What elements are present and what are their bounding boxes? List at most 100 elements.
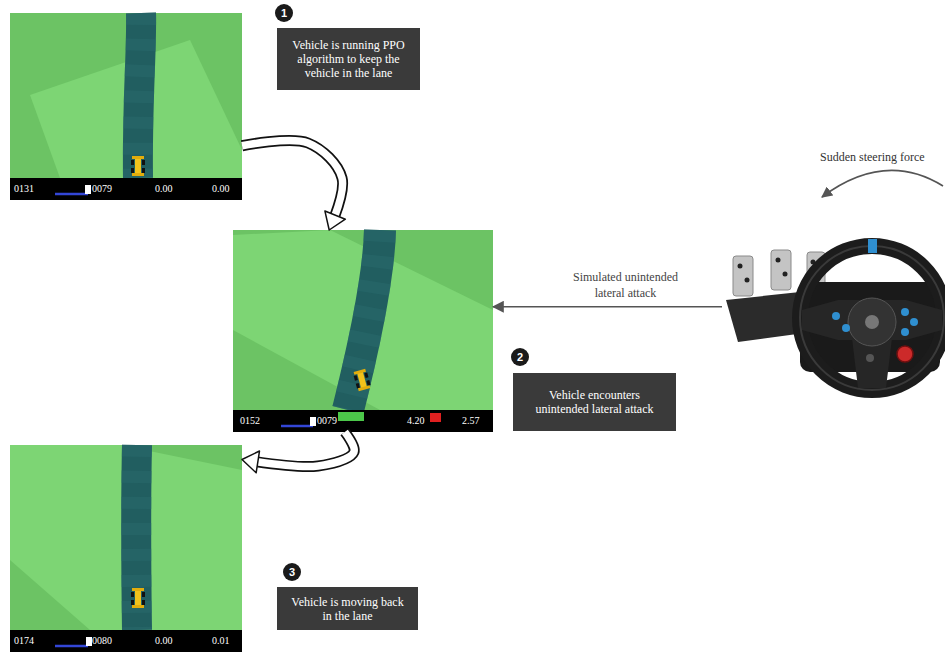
grass-patch bbox=[10, 445, 242, 630]
car-wheel bbox=[131, 600, 134, 605]
car-wing bbox=[132, 173, 144, 176]
wheel-dial bbox=[897, 346, 913, 362]
wheel-button bbox=[901, 328, 909, 336]
pedal-hole bbox=[776, 258, 781, 263]
road bbox=[138, 13, 141, 178]
speed-marker bbox=[85, 185, 91, 194]
grass-field bbox=[10, 13, 242, 178]
status-value: 0080 bbox=[92, 630, 112, 652]
wheel-hub bbox=[848, 298, 896, 346]
road bbox=[348, 230, 380, 410]
wheel-rim bbox=[800, 246, 944, 390]
wheel-button bbox=[910, 318, 918, 326]
status-bar bbox=[10, 630, 242, 652]
road-tiles bbox=[121, 445, 152, 630]
status-value: 4.20 bbox=[407, 410, 425, 432]
car-wing bbox=[132, 588, 144, 591]
wheel-rim-edge bbox=[800, 246, 944, 390]
status-value: 2.57 bbox=[462, 410, 480, 432]
game-frame: 0174 0080 0.00 0.01 bbox=[10, 445, 242, 652]
arrow-body bbox=[242, 141, 343, 230]
step-box: 1Vehicle is running PPO algorithm to kee… bbox=[277, 28, 420, 90]
status-bar bbox=[233, 410, 493, 432]
status-value: 0174 bbox=[14, 630, 34, 652]
car-body bbox=[135, 589, 141, 607]
rotation-arrow bbox=[822, 170, 943, 197]
grass-field bbox=[233, 230, 493, 410]
status-value: 0079 bbox=[317, 410, 337, 432]
car-wheel bbox=[142, 600, 145, 605]
race-car bbox=[353, 369, 372, 392]
force-label: Sudden steering force bbox=[820, 150, 925, 165]
connector-group bbox=[493, 306, 722, 307]
car-wheel bbox=[366, 380, 370, 386]
car-wheel bbox=[131, 168, 134, 173]
grass-patch bbox=[233, 230, 493, 410]
speed-marker bbox=[86, 637, 92, 646]
wheel-button bbox=[832, 312, 840, 320]
wheel-marker bbox=[868, 239, 877, 253]
car-wheel bbox=[364, 372, 368, 378]
status-value: 0079 bbox=[92, 178, 112, 200]
step-text: Vehicle is running PPO algorithm to keep… bbox=[287, 38, 410, 80]
car-wheel bbox=[142, 160, 145, 165]
wheel-button bbox=[901, 308, 909, 316]
race-car bbox=[131, 156, 145, 176]
pedal-hole bbox=[783, 272, 788, 277]
grass-field bbox=[10, 445, 242, 630]
arrow-head bbox=[242, 451, 259, 473]
car-body bbox=[135, 157, 141, 175]
callout-number: 1 bbox=[275, 4, 293, 22]
callout-number: 2 bbox=[511, 348, 529, 366]
status-value: 0.01 bbox=[212, 630, 230, 652]
car-wheel bbox=[356, 383, 360, 389]
status-value: 0131 bbox=[14, 178, 34, 200]
status-bar bbox=[10, 178, 242, 200]
car-wheel bbox=[131, 160, 134, 165]
status-value: 0.00 bbox=[155, 630, 173, 652]
force-bar bbox=[430, 413, 441, 422]
arrow-head bbox=[325, 211, 345, 230]
step-text: Vehicle encounters unintended lateral at… bbox=[523, 388, 666, 416]
steer-bar bbox=[338, 412, 364, 421]
connector-group bbox=[242, 432, 354, 473]
steering-wheel: Sudden steering force bbox=[722, 232, 945, 402]
status-value: 0.00 bbox=[155, 178, 173, 200]
pedal-hole bbox=[745, 278, 750, 283]
step-box: 3Vehicle is moving back in the lane bbox=[277, 587, 418, 630]
car-wheel bbox=[354, 375, 358, 381]
transition-arrow bbox=[242, 432, 354, 467]
car-wing bbox=[132, 156, 144, 159]
connector-group bbox=[242, 141, 345, 230]
car-wheel bbox=[142, 168, 145, 173]
car-wing bbox=[132, 605, 144, 608]
wheel-button bbox=[866, 354, 874, 362]
wheel-button bbox=[842, 324, 850, 332]
game-frame: 0152 0079 4.20 2.57 bbox=[233, 230, 493, 432]
wheel-logo bbox=[865, 315, 879, 329]
car-wing bbox=[354, 369, 366, 375]
status-value: 0152 bbox=[240, 410, 260, 432]
arrow-body bbox=[242, 432, 354, 467]
status-value: 0.00 bbox=[212, 178, 230, 200]
pedal bbox=[733, 256, 753, 296]
speed-bar bbox=[55, 193, 88, 196]
step-text: Vehicle is moving back in the lane bbox=[287, 595, 408, 623]
car-wheel bbox=[142, 592, 145, 597]
pedal-hole bbox=[738, 264, 743, 269]
attack-arrow bbox=[493, 306, 722, 308]
speed-bar bbox=[281, 425, 313, 428]
race-car bbox=[131, 588, 145, 608]
speed-marker bbox=[310, 417, 316, 426]
game-frame: 0131 0079 0.00 0.00 bbox=[10, 13, 242, 200]
step-box: 2Vehicle encounters unintended lateral a… bbox=[513, 373, 676, 431]
car-wing bbox=[358, 385, 370, 391]
road bbox=[121, 445, 152, 630]
pedal bbox=[771, 250, 791, 290]
road-tiles bbox=[138, 13, 141, 178]
car-wheel bbox=[131, 592, 134, 597]
edge-label: Simulated unintended lateral attack bbox=[561, 269, 691, 301]
callout-number: 3 bbox=[283, 563, 301, 581]
